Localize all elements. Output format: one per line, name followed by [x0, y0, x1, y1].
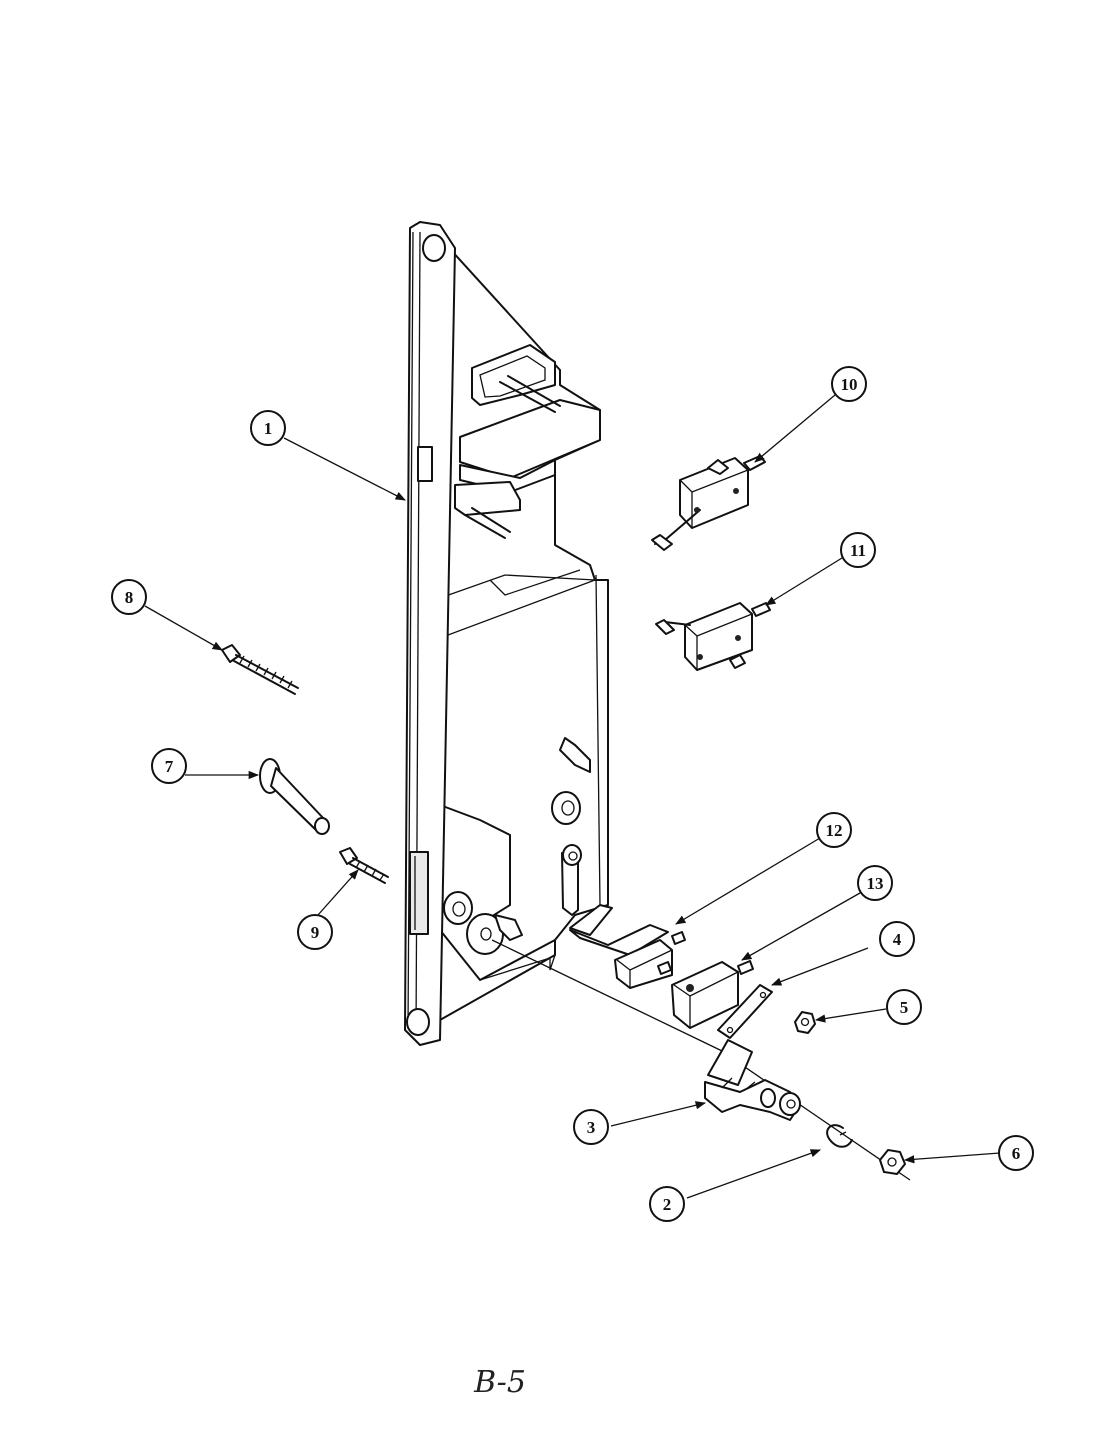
svg-text:7: 7 [165, 757, 174, 776]
svg-text:11: 11 [850, 541, 866, 560]
svg-text:1: 1 [264, 419, 273, 438]
pin-bushing-7 [259, 758, 330, 835]
svg-text:8: 8 [125, 588, 134, 607]
callout-13: 13 [857, 865, 893, 901]
page-label: B-5 [473, 1365, 526, 1400]
callout-2: 2 [649, 1186, 685, 1222]
micro-switch-10 [651, 455, 766, 551]
callout-9: 9 [297, 914, 333, 950]
insulator-plate-4 [717, 984, 773, 1039]
callout-4: 4 [879, 921, 915, 957]
long-screw-8 [221, 644, 299, 695]
e-clip-2 [826, 1124, 853, 1148]
svg-text:4: 4 [893, 930, 902, 949]
micro-switch-11 [655, 602, 771, 671]
short-screw-9 [339, 847, 389, 884]
callout-leaders [144, 394, 1001, 1199]
callout-11: 11 [840, 532, 876, 568]
callout-12: 12 [816, 812, 852, 848]
micro-switch-12 [569, 924, 686, 989]
callout-7: 7 [151, 748, 187, 784]
callout-1: 1 [250, 410, 286, 446]
svg-text:13: 13 [867, 874, 884, 893]
micro-switch-13 [671, 960, 754, 1029]
nut-5 [794, 1011, 816, 1034]
nut-6 [879, 1149, 906, 1175]
svg-text:6: 6 [1012, 1144, 1021, 1163]
svg-text:2: 2 [663, 1195, 672, 1214]
svg-text:10: 10 [841, 375, 858, 394]
svg-text:9: 9 [311, 923, 320, 942]
svg-text:5: 5 [900, 998, 909, 1017]
callout-6: 6 [998, 1135, 1034, 1171]
callout-3: 3 [573, 1109, 609, 1145]
latch-lever-3 [704, 1039, 801, 1121]
callout-10: 10 [831, 366, 867, 402]
assembly-guide-line [491, 939, 911, 1181]
svg-text:3: 3 [587, 1118, 596, 1137]
callout-5: 5 [886, 989, 922, 1025]
mounting-bracket-part [404, 221, 613, 1046]
callout-8: 8 [111, 579, 147, 615]
svg-text:12: 12 [826, 821, 843, 840]
